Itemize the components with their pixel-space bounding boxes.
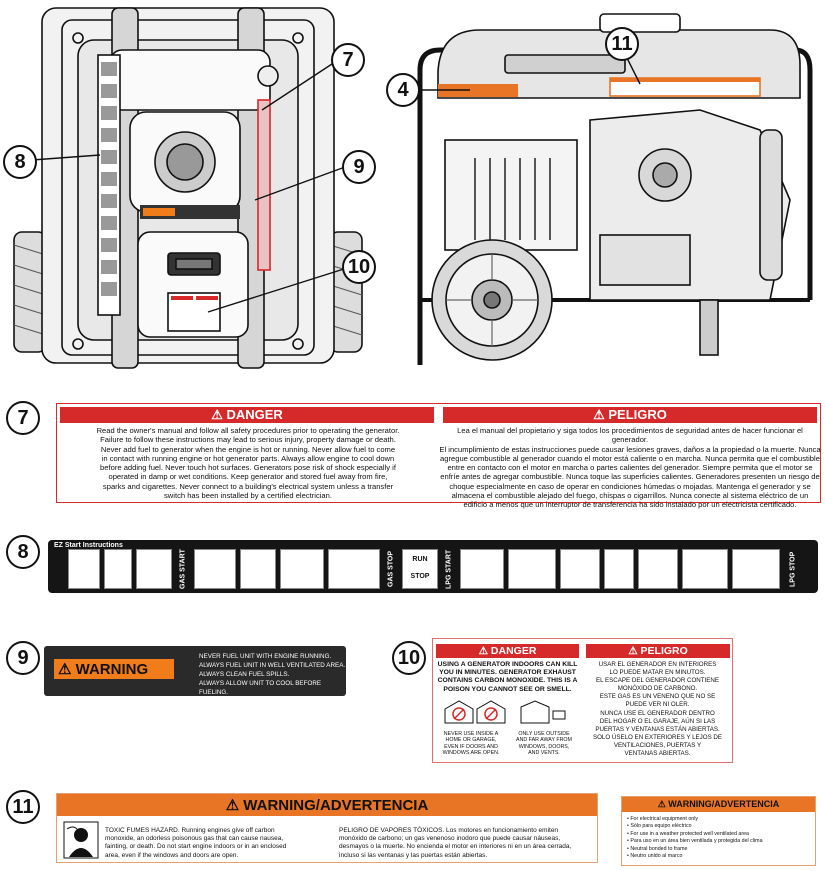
lpg-stop-tag: LPG STOP	[786, 549, 800, 589]
danger-header: ⚠ DANGER	[436, 644, 579, 658]
ez-start-label-8: EZ Start Instructions GAS START GAS STOP…	[48, 540, 818, 593]
warning-advertencia-header-small: ⚠ WARNING/ADVERTENCIA	[622, 797, 815, 812]
gas-stop-tag: GAS STOP	[384, 549, 398, 589]
callout-11-diagram: 11	[605, 27, 639, 61]
ez-start-title: EZ Start Instructions	[54, 542, 123, 549]
toxic-fumes-label-11: ⚠ WARNING/ADVERTENCIA TOXIC FUMES HAZARD…	[56, 793, 598, 863]
front-view-generator	[13, 7, 363, 369]
side-view-generator	[417, 13, 813, 365]
step-icon	[136, 549, 172, 589]
callout-9: 9	[6, 641, 40, 675]
gas-start-tag: GAS START	[176, 549, 190, 589]
warning-lines: NEVER FUEL UNIT WITH ENGINE RUNNING.ALWA…	[199, 653, 346, 696]
step-icon	[280, 549, 324, 589]
callout-7: 7	[6, 401, 40, 435]
step-icon	[328, 549, 380, 589]
callout-9-diagram: 9	[342, 150, 376, 184]
peligro-header: ⚠ PELIGRO	[586, 644, 730, 658]
toxic-fumes-icon	[63, 821, 99, 859]
toxic-fumes-spanish: PELIGRO DE VAPORES TÓXICOS. Los motores …	[339, 827, 572, 859]
callout-8: 8	[6, 535, 40, 569]
step-icon	[560, 549, 600, 589]
callout-10-diagram: 10	[342, 250, 376, 284]
step-icon	[68, 549, 100, 589]
lpg-start-tag: LPG START	[442, 549, 456, 589]
step-icon	[732, 549, 780, 589]
electrical-warning-list: • For electrical equipment only• Sólo pa…	[627, 816, 763, 860]
electrical-warning-label-11: ⚠ WARNING/ADVERTENCIA • For electrical e…	[621, 796, 816, 866]
warning-advertencia-header: ⚠ WARNING/ADVERTENCIA	[57, 794, 597, 816]
step-icon	[604, 549, 634, 589]
step-icon	[194, 549, 236, 589]
callout-7-diagram: 7	[331, 43, 365, 77]
house-icons	[444, 700, 566, 724]
callout-11: 11	[6, 790, 40, 824]
toxic-fumes-english: TOXIC FUMES HAZARD. Running engines give…	[105, 827, 287, 859]
danger-english-text: Read the owner's manual and follow all s…	[96, 426, 400, 501]
warning-label-9: ⚠ WARNING NEVER FUEL UNIT WITH ENGINE RU…	[44, 646, 346, 696]
callout-10: 10	[392, 641, 426, 675]
step-icon	[240, 549, 276, 589]
danger-spanish-text: Lea el manual del propietario y siga tod…	[439, 426, 821, 510]
danger-header: ⚠ DANGER	[60, 407, 434, 423]
peligro-header: ⚠ PELIGRO	[443, 407, 817, 423]
generator-diagrams	[13, 7, 813, 369]
step-icon	[104, 549, 132, 589]
callout-4-diagram: 4	[386, 73, 420, 107]
step-icon	[508, 549, 556, 589]
co-danger-label-10: ⚠ DANGER ⚠ PELIGRO USING A GENERATOR IND…	[432, 638, 733, 763]
step-icon	[638, 549, 678, 589]
step-icon	[682, 549, 728, 589]
callout-8-diagram: 8	[3, 145, 37, 179]
warning-tag: ⚠ WARNING	[54, 659, 174, 679]
danger-label-7: ⚠ DANGER ⚠ PELIGRO Read the owner's manu…	[56, 403, 821, 509]
step-icon	[460, 549, 504, 589]
